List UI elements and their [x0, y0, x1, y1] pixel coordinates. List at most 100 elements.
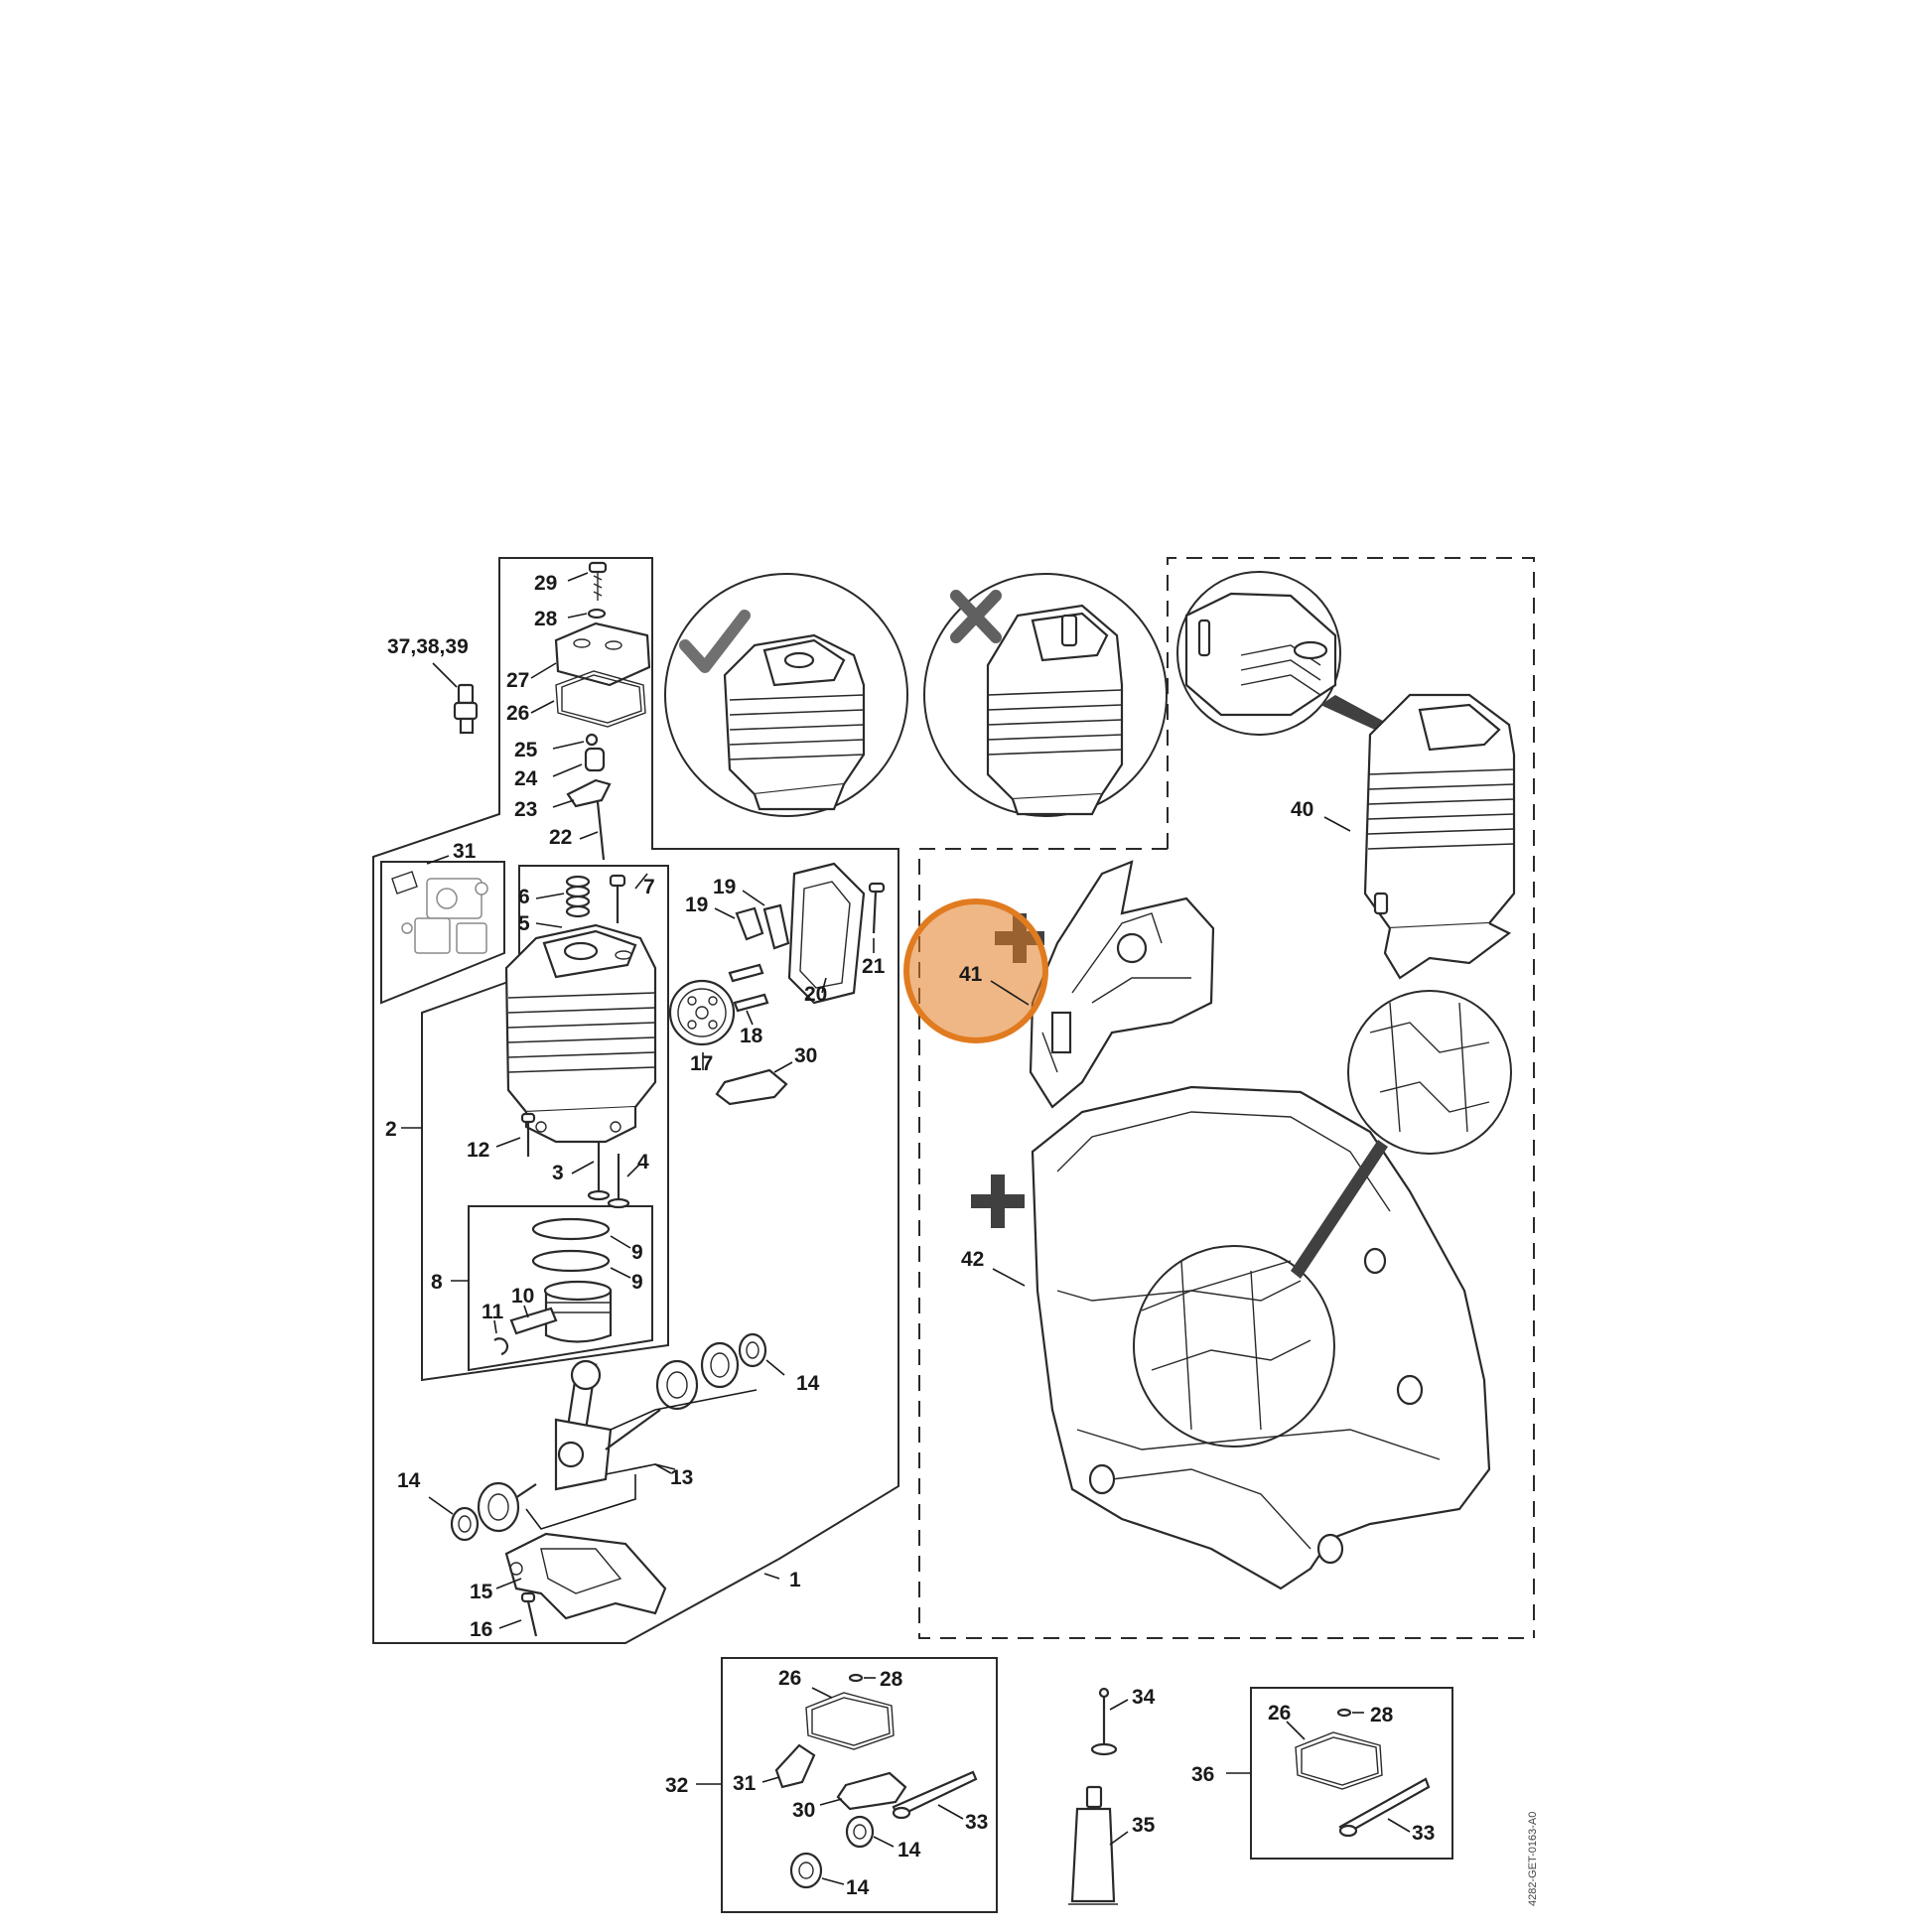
engine-40 [1363, 693, 1516, 980]
label-19a: 19 [685, 894, 708, 916]
grease-tube-35 [1068, 1785, 1118, 1905]
label-26b: 26 [778, 1667, 801, 1690]
tool-33a [892, 1770, 978, 1820]
valve-3 [587, 1142, 611, 1201]
washer-28c [1336, 1708, 1352, 1718]
label-34: 34 [1132, 1686, 1156, 1709]
tool-33b [1338, 1777, 1431, 1838]
gasket-30a [715, 1068, 788, 1106]
label-29: 29 [534, 572, 557, 595]
label-31a: 31 [453, 840, 477, 863]
label-40: 40 [1291, 798, 1313, 821]
label-14a: 14 [796, 1372, 820, 1395]
crankshaft-13 [505, 1359, 661, 1505]
valve-cover-27 [554, 621, 651, 687]
part-25 [585, 733, 599, 747]
assembly-outline-8 [468, 1205, 653, 1372]
seal-14c [845, 1815, 875, 1849]
label-9b: 9 [631, 1271, 643, 1294]
label-21: 21 [862, 955, 886, 978]
label-36: 36 [1191, 1763, 1214, 1786]
incorrect-cylinder-circle [923, 573, 1168, 817]
label-10: 10 [511, 1285, 534, 1308]
stud-7 [609, 874, 626, 923]
rocker-23 [566, 778, 612, 808]
label-32: 32 [665, 1774, 688, 1797]
label-13: 13 [670, 1466, 693, 1489]
valve-4 [607, 1154, 630, 1209]
washer-28 [587, 608, 607, 620]
bigplus-42-icon [971, 1174, 1025, 1228]
detail-40-illustration [1184, 592, 1337, 717]
label-9a: 9 [631, 1241, 643, 1264]
pin-18 [728, 963, 769, 1013]
label-12: 12 [467, 1139, 489, 1162]
carburetor-31 [391, 871, 488, 954]
cross-mark-icon [950, 590, 1002, 643]
cylinder-2 [504, 923, 657, 1144]
screw-12 [520, 1112, 536, 1157]
gasket-30b [836, 1771, 907, 1811]
label-19b: 19 [713, 876, 736, 898]
label-28c: 28 [1370, 1704, 1394, 1726]
detail-pointer-42 [1291, 1140, 1388, 1279]
label-37-38-39: 37,38,39 [387, 635, 469, 658]
piston-ring-9a [531, 1217, 611, 1241]
bearing-14b [450, 1506, 480, 1542]
label-41: 41 [959, 963, 983, 986]
part-24 [584, 747, 606, 772]
piston-ring-9b [531, 1249, 611, 1273]
gasket-26c [1295, 1731, 1383, 1790]
label-6: 6 [518, 886, 530, 908]
detail-42-outer-illustration [1369, 1002, 1490, 1133]
assembly-outline-31 [380, 861, 505, 1005]
cover-20 [787, 862, 866, 1005]
dashed-box-40 [1167, 557, 1535, 1638]
label-14d: 14 [846, 1876, 870, 1899]
label-31b: 31 [733, 1772, 757, 1795]
detail-circle-42-inner [1133, 1245, 1335, 1448]
bearing-14a [738, 1332, 767, 1368]
label-15: 15 [470, 1581, 493, 1603]
bearing-crank-right [655, 1359, 699, 1411]
gear-17 [668, 979, 736, 1046]
spring-6 [565, 875, 591, 918]
label-8: 8 [431, 1271, 443, 1294]
piston-pin-10 [509, 1307, 558, 1335]
label-16: 16 [470, 1618, 492, 1641]
label-5: 5 [518, 912, 530, 935]
washer-28b [848, 1673, 864, 1683]
correct-cylinder-circle [664, 573, 908, 817]
label-24: 24 [514, 767, 538, 790]
label-11: 11 [482, 1301, 504, 1323]
label-17: 17 [690, 1052, 713, 1075]
drawing-code: 4282-GET-0163-A0 [1527, 1812, 1539, 1906]
label-35: 35 [1132, 1814, 1156, 1837]
label-28b: 28 [880, 1668, 903, 1691]
assembly-outline-1 [372, 557, 899, 1644]
detail-42-inner-illustration [1141, 1260, 1311, 1431]
detail-circle-40 [1176, 571, 1341, 736]
label-18: 18 [740, 1025, 763, 1047]
detail-circle-42-outer [1347, 990, 1512, 1155]
rocker-19a [735, 906, 764, 941]
shroud-41 [1029, 860, 1215, 1109]
label-2: 2 [385, 1118, 397, 1141]
screw-29 [588, 561, 608, 601]
label-26a: 26 [506, 702, 529, 725]
label-1: 1 [789, 1569, 801, 1591]
rocker-19b [762, 903, 790, 950]
correct-cylinder-illustration [723, 633, 866, 811]
incorrect-cylinder-illustration [986, 604, 1124, 816]
piston-8 [543, 1280, 613, 1343]
label-4: 4 [637, 1151, 649, 1173]
label-26c: 26 [1268, 1702, 1291, 1725]
gasket-31b [774, 1743, 816, 1789]
label-22: 22 [549, 826, 572, 849]
seal-14d [789, 1852, 823, 1889]
label-14c: 14 [897, 1839, 921, 1862]
label-33a: 33 [965, 1811, 988, 1834]
label-33b: 33 [1412, 1822, 1435, 1845]
label-30a: 30 [794, 1044, 817, 1067]
